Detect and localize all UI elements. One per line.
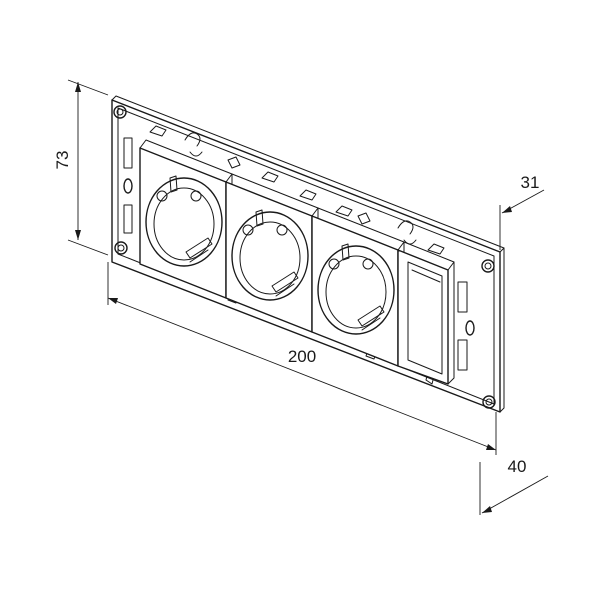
screw-hole-top-left [113,105,127,119]
dimension-depth-bottom: 40 [479,457,549,515]
screw-hole-top-right [481,259,495,273]
height-label: 73 [53,151,72,170]
width-label: 200 [288,347,316,366]
slot-right [465,320,475,336]
dimension-depth-top: 31 [499,173,545,250]
socket-module-3 [311,207,405,367]
mounting-frame [111,95,505,413]
dimension-width: 200 [107,262,497,455]
slot-left [123,178,133,194]
screw-hole-bottom-right [482,395,496,409]
depth-top-label: 31 [521,173,540,192]
depth-bottom-label: 40 [508,457,527,476]
blank-module [397,241,455,385]
screw-hole-bottom-left [114,241,128,255]
socket-module-1 [139,139,233,299]
dimension-height: 73 [53,79,109,256]
